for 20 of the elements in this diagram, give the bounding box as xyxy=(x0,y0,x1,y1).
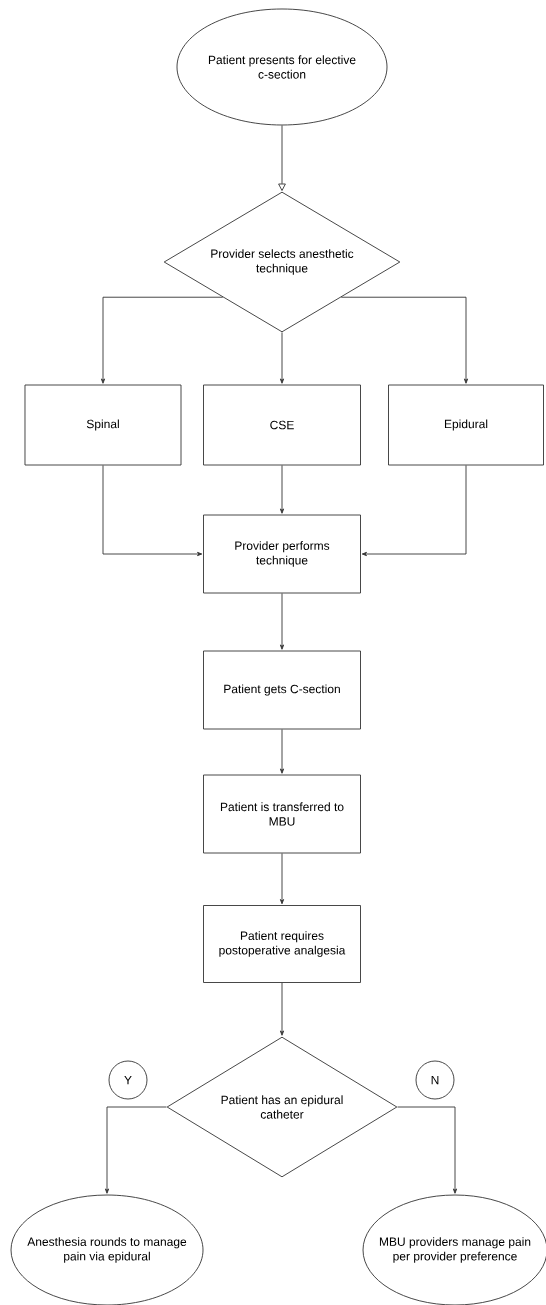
arrow xyxy=(104,1106,167,1194)
arrow xyxy=(279,465,285,514)
arrow xyxy=(279,593,285,650)
arrow xyxy=(278,125,286,191)
process-box: Spinal xyxy=(24,384,182,466)
process-box: CSE xyxy=(203,384,361,466)
arrow xyxy=(102,465,203,557)
process-box: Patient requires postoperative analgesia xyxy=(203,905,361,983)
process-box: Patient is transferred to MBU xyxy=(203,774,361,854)
arrow xyxy=(279,853,285,905)
process-box: Patient gets C-section xyxy=(203,650,361,730)
process-box: Epidural xyxy=(388,384,544,466)
arrow xyxy=(361,465,467,557)
arrow xyxy=(100,296,224,384)
arrow xyxy=(279,729,285,774)
arrow xyxy=(340,296,469,384)
process-box: Provider performs technique xyxy=(203,514,361,594)
arrow xyxy=(279,332,285,384)
arrow xyxy=(279,982,285,1036)
arrow xyxy=(397,1106,458,1194)
